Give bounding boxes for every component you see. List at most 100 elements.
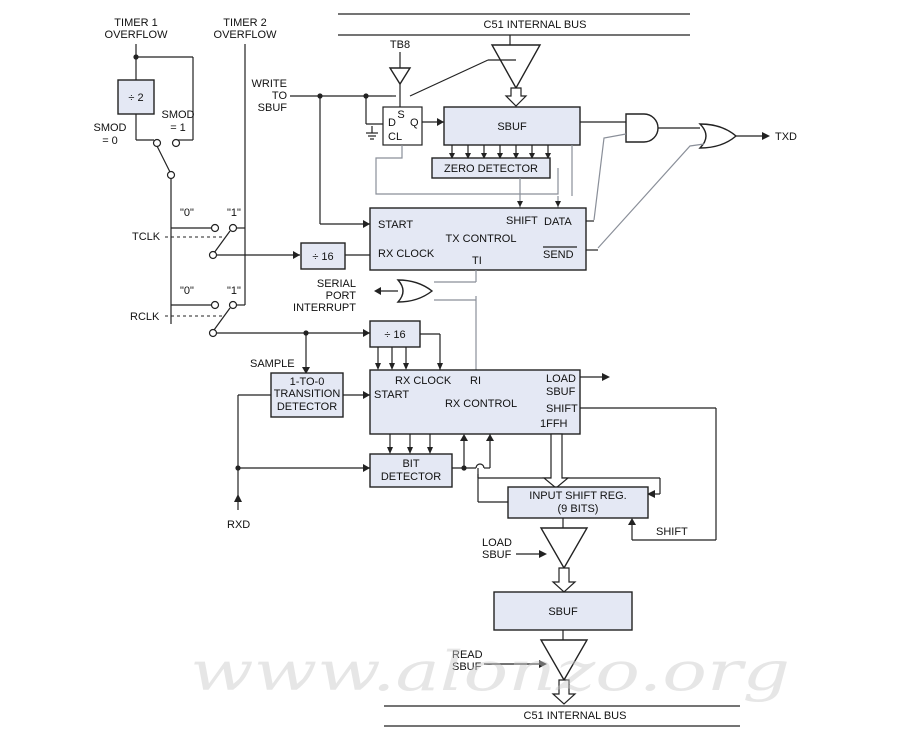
rclk-label: RCLK bbox=[130, 311, 160, 323]
rx-to-shift-reg-arrow bbox=[542, 433, 570, 489]
transition-detector-label: 1-TO-0 TRANSITION DETECTOR bbox=[274, 376, 341, 413]
read-sbuf-label: READ SBUF bbox=[452, 649, 483, 673]
svg-text:SMOD: SMOD bbox=[94, 122, 127, 134]
tclk-select-0-label: "0" bbox=[180, 207, 194, 219]
tx-and-gate bbox=[625, 113, 659, 143]
rclk-select-1-label: "1" bbox=[227, 285, 241, 297]
svg-text:DETECTOR: DETECTOR bbox=[381, 471, 441, 483]
rx-control-label: RX CONTROL bbox=[445, 398, 517, 410]
interrupt-or-gate bbox=[396, 279, 434, 303]
rx-clock-label: RX CLOCK bbox=[395, 375, 452, 387]
top-internal-bus: C51 INTERNAL BUS bbox=[338, 13, 690, 36]
rx-sbuf-register-label: SBUF bbox=[548, 606, 578, 618]
tb8-buffer bbox=[388, 67, 412, 86]
bottom-internal-bus: C51 INTERNAL BUS bbox=[384, 705, 740, 727]
read-to-bus-arrow bbox=[551, 679, 577, 705]
svg-text:SBUF: SBUF bbox=[452, 661, 482, 673]
zero-detector-label: ZERO DETECTOR bbox=[444, 163, 538, 175]
rx-start-label: START bbox=[374, 389, 409, 401]
smod-switch-pivot bbox=[166, 170, 176, 180]
tclk-contact-0 bbox=[210, 223, 220, 233]
bus-to-sbuf-arrow bbox=[504, 87, 528, 107]
rx-ri-label: RI bbox=[470, 375, 481, 387]
timer1-overflow-label: TIMER 1 OVERFLOW bbox=[105, 17, 169, 41]
load-sbuf-buffer bbox=[539, 527, 589, 570]
svg-text:TIMER 1: TIMER 1 bbox=[114, 17, 157, 29]
smod1-label: SMOD = 1 bbox=[162, 109, 195, 134]
svg-text:LOAD: LOAD bbox=[482, 537, 512, 549]
svg-text:OVERFLOW: OVERFLOW bbox=[105, 29, 169, 41]
tx-shift-label: SHIFT bbox=[506, 215, 538, 227]
smod-contact-1 bbox=[171, 138, 181, 148]
rclk-contact-1 bbox=[228, 300, 238, 310]
svg-text:BIT: BIT bbox=[402, 458, 419, 470]
bit-detector-label: BIT DETECTOR bbox=[381, 458, 441, 483]
timer2-overflow-label: TIMER 2 OVERFLOW bbox=[214, 17, 278, 41]
svg-text:SBUF: SBUF bbox=[482, 549, 512, 561]
svg-text:SMOD: SMOD bbox=[162, 109, 195, 121]
svg-text:DETECTOR: DETECTOR bbox=[277, 401, 337, 413]
svg-text:= 1: = 1 bbox=[170, 122, 186, 134]
tx-sbuf-label: SBUF bbox=[497, 121, 527, 133]
sbuf-to-zero-detector-arrows bbox=[449, 145, 551, 159]
input-shift-register-label: INPUT SHIFT REG. (9 BITS) bbox=[529, 490, 626, 515]
rclk-switch-pivot bbox=[208, 328, 218, 338]
tclk-label: TCLK bbox=[132, 231, 161, 243]
rclk-switch-blade bbox=[213, 307, 231, 331]
svg-text:SBUF: SBUF bbox=[258, 102, 288, 114]
svg-text:= 0: = 0 bbox=[102, 135, 118, 147]
tclk-contact-1 bbox=[228, 223, 238, 233]
svg-text:TO: TO bbox=[272, 90, 288, 102]
svg-text:WRITE: WRITE bbox=[252, 78, 287, 90]
tclk-select-1-label: "1" bbox=[227, 207, 241, 219]
tx-control-block bbox=[369, 207, 587, 271]
rx-shift-label: SHIFT bbox=[546, 403, 578, 415]
top-bus-label: C51 INTERNAL BUS bbox=[484, 19, 587, 31]
svg-text:INTERRUPT: INTERRUPT bbox=[293, 302, 356, 314]
tx-divide-by-16-label: ÷ 16 bbox=[312, 251, 333, 263]
divide-by-2-box bbox=[117, 79, 155, 115]
rx-load-label: LOAD bbox=[546, 373, 576, 385]
tx-divide-by-16-box bbox=[300, 242, 346, 270]
ff-d-label: D bbox=[388, 117, 396, 129]
rclk-select-0-label: "0" bbox=[180, 285, 194, 297]
rx-sbuf-register bbox=[493, 591, 633, 631]
svg-text:(9 BITS): (9 BITS) bbox=[558, 503, 599, 515]
rxd-label: RXD bbox=[227, 519, 250, 531]
rx-to-bit-detector-arrows bbox=[387, 434, 433, 454]
serial-port-interrupt-label: SERIAL PORT INTERRUPT bbox=[293, 278, 356, 314]
rx-sbuf-label: SBUF bbox=[546, 386, 576, 398]
tx-rx-clock-label: RX CLOCK bbox=[378, 248, 435, 260]
shift-feedback-label: SHIFT bbox=[656, 526, 688, 538]
txd-label: TXD bbox=[775, 131, 797, 143]
rx-1ffh-label: 1FFH bbox=[540, 418, 568, 430]
watermark: www.alonzo.org bbox=[190, 640, 790, 703]
smod0-label: SMOD = 0 bbox=[94, 122, 127, 147]
transition-detector-box bbox=[270, 372, 344, 418]
smod-switch-blade bbox=[156, 145, 171, 173]
tx-control-label: TX CONTROL bbox=[446, 233, 517, 245]
ff-q-label: Q bbox=[410, 117, 419, 129]
svg-text:PORT: PORT bbox=[326, 290, 357, 302]
divide-by-2-label: ÷ 2 bbox=[128, 92, 143, 104]
rx-divide-by-16-label: ÷ 16 bbox=[384, 329, 405, 341]
zero-detector-box bbox=[431, 157, 551, 179]
sample-label: SAMPLE bbox=[250, 358, 295, 370]
tx-data-label: DATA bbox=[544, 216, 572, 228]
load-sbuf-label: LOAD SBUF bbox=[482, 537, 512, 561]
ff-s-label: S bbox=[397, 109, 404, 121]
tclk-switch-blade bbox=[213, 230, 231, 254]
svg-text:OVERFLOW: OVERFLOW bbox=[214, 29, 278, 41]
tclk-switch-pivot bbox=[208, 250, 218, 260]
bottom-bus-label: C51 INTERNAL BUS bbox=[524, 710, 627, 722]
write-to-sbuf-label: WRITE TO SBUF bbox=[252, 78, 288, 114]
input-shift-register bbox=[507, 486, 649, 519]
smod-contact-0 bbox=[152, 138, 162, 148]
txd-or-gate bbox=[698, 123, 738, 149]
tb8-label: TB8 bbox=[390, 39, 410, 51]
ff-cl-label: CL bbox=[388, 131, 402, 143]
tx-start-label: START bbox=[378, 219, 413, 231]
rclk-contact-0 bbox=[210, 300, 220, 310]
bit-detector-box bbox=[369, 453, 453, 488]
